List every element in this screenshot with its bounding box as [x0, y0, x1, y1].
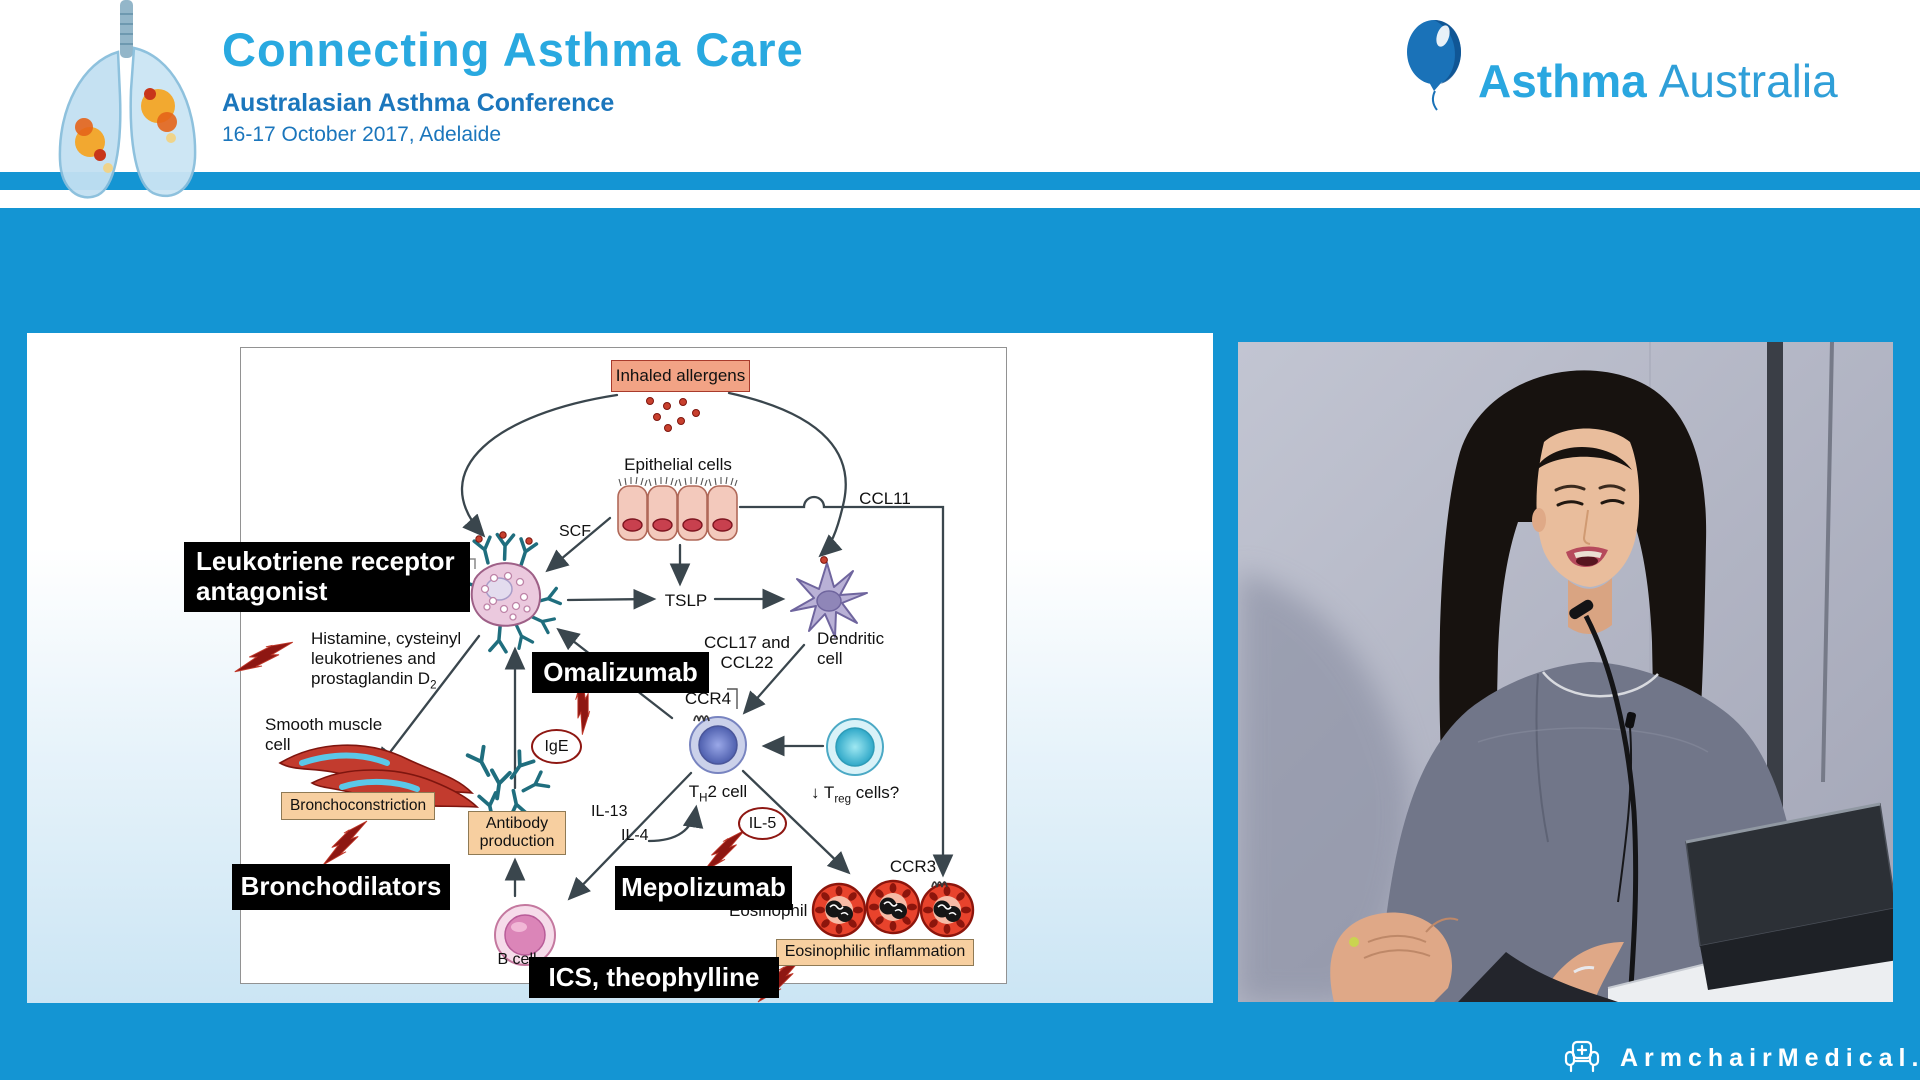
epithelial-cells-shape: [617, 476, 738, 541]
arrow-il4: [647, 804, 704, 843]
label-b-cell: B cell: [497, 951, 537, 968]
omalizumab-box: Omalizumab: [532, 652, 709, 693]
ige-oval: IgE: [531, 729, 582, 764]
stand-pole: [1767, 342, 1783, 894]
inflamed-lungs-logo: [38, 0, 213, 212]
label-th2-cell: TH2 cell: [688, 782, 748, 805]
trachea-shape: [120, 0, 133, 58]
bronchodilators-box: Bronchodilators: [232, 864, 450, 910]
inhaled-allergens-box: Inhaled allergens: [611, 360, 750, 392]
arrow-th2-to-eosinophils: [741, 769, 851, 875]
label-ccl17-ccl22: CCL17 and CCL22: [703, 633, 790, 673]
label-epithelial-cells: Epithelial cells: [624, 455, 732, 474]
label-ccr3: CCR3: [889, 857, 937, 876]
bolt-bronchodilators: [322, 820, 368, 866]
presenter-face: [1536, 428, 1640, 587]
label-histamine-mediators: Histamine, cysteinyl leukotrienes and pr…: [311, 629, 462, 692]
bolt-lra: [234, 627, 294, 687]
dendritic-cell: [790, 556, 868, 638]
arrow-ccl11: [738, 495, 954, 878]
label-il4: IL-4: [621, 827, 649, 844]
presenter-video-panel: [1238, 341, 1898, 1003]
asthma-pathway-diagram: [234, 391, 975, 1003]
label-ccl11: CCL11: [859, 489, 911, 508]
logo-org-bold: Asthma: [1478, 55, 1647, 107]
conference-subtitle: Australasian Asthma Conference: [222, 89, 615, 117]
arrow-scf: [545, 516, 612, 573]
label-il13: IL-13: [591, 803, 628, 820]
label-ccr4: CCR4: [684, 689, 732, 708]
arrow-mast-to-smooth-muscle: [375, 634, 481, 771]
watermark-text: ArmchairMedical.tv: [1620, 1043, 1920, 1072]
podium-mic: [1569, 599, 1594, 620]
header-divider-stripe: [0, 190, 1920, 208]
arrow-th2-to-bcell: [567, 771, 693, 901]
arrow-allergens-to-dendritic: [727, 391, 847, 558]
treg-cell: [826, 718, 884, 776]
conference-title: Connecting Asthma Care: [222, 23, 804, 76]
label-dendritic-cell: Dendritic cell: [817, 629, 885, 669]
conference-header: [0, 0, 1920, 172]
eosinophilic-inflammation-box: Eosinophilic inflammation: [776, 939, 974, 966]
conference-date-location: 16-17 October 2017, Adelaide: [222, 123, 502, 146]
armchair-cross-icon: [1564, 1040, 1600, 1073]
laptop-base: [1700, 908, 1898, 990]
ics-theophylline-box: ICS, theophylline: [529, 957, 779, 998]
b-cell: [494, 904, 556, 966]
label-smooth-muscle: Smooth muscle cell: [265, 715, 383, 755]
arrow-dendritic-to-th2: [742, 643, 806, 715]
presenter-hand: [1330, 912, 1452, 1002]
leukotriene-receptor-antagonist-box: Leukotriene receptor antagonist: [184, 542, 470, 612]
presenter-photo: [1238, 341, 1898, 1003]
mast-cell: [451, 531, 563, 654]
wall-shadow: [1238, 572, 1410, 1002]
arrow-mast-to-tslp: [566, 588, 657, 610]
allergen-particles: [646, 397, 700, 432]
il5-oval: IL-5: [738, 807, 787, 840]
label-tslp: TSLP: [664, 591, 708, 610]
balloon-icon: [1407, 20, 1461, 111]
arrow-allergens-to-mast: [460, 393, 619, 538]
lavalier-mic: [1624, 711, 1636, 729]
label-scf: SCF: [559, 523, 591, 540]
presentation-slide: Inhaled allergens Epithelial cells SCF C…: [27, 333, 1213, 1003]
watermark: ArmchairMedical.tv: [1562, 1038, 1920, 1078]
logo-org-light: Australia: [1658, 55, 1838, 107]
mepolizumab-box: Mepolizumab: [615, 866, 792, 910]
bronchoconstriction-box: Bronchoconstriction: [281, 792, 435, 820]
antibody-production-box: Antibody production: [468, 811, 566, 855]
eosinophils: [811, 879, 975, 938]
label-treg-cells: ↓ Treg cells?: [811, 783, 900, 806]
presenter-hair: [1439, 370, 1707, 891]
th2-cell: [689, 688, 747, 774]
